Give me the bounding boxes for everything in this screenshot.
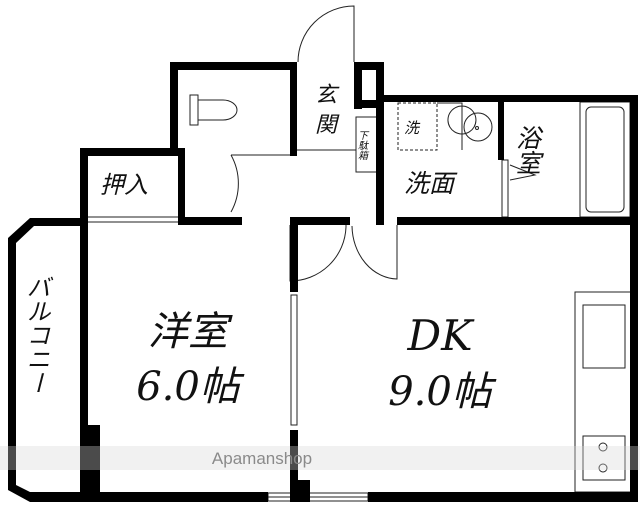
genkan-label-char: 玄 [315,83,340,108]
dk-door [351,225,398,280]
bathroom-label: 浴室 [513,125,542,175]
genkan-label: 玄関 [315,83,340,138]
dk-size: 9.0帖 [388,369,497,415]
watermark: Apamanshop [212,449,312,468]
washer-space [397,102,438,151]
closet-label: 押入 [100,171,148,199]
balcony-label: バルコニー [22,275,50,395]
washbasin-icon [437,102,477,150]
entrance-door [297,5,355,63]
stove [582,435,626,481]
walls [8,62,638,502]
western-room-size: 6.0帖 [136,364,245,410]
western-room-label: 洋室 [148,309,233,355]
genkan-label-char: 関 [315,113,340,138]
washer-label: 洗 [404,119,421,137]
toilet-icon [189,94,238,126]
window [290,294,298,426]
kitchen-sink [582,304,626,369]
western-door [289,225,347,282]
shoe-box-label: 下駄箱 [356,130,368,160]
room-labels: 玄関 下駄箱 洗 洗面 浴室 押入 洋室 6.0帖 DK 9.0帖 バルコニー [22,83,542,415]
bathtub [579,101,631,218]
watermark-band [0,446,640,470]
dk-label: DK [406,311,475,360]
washroom-label: 洗面 [404,169,458,198]
